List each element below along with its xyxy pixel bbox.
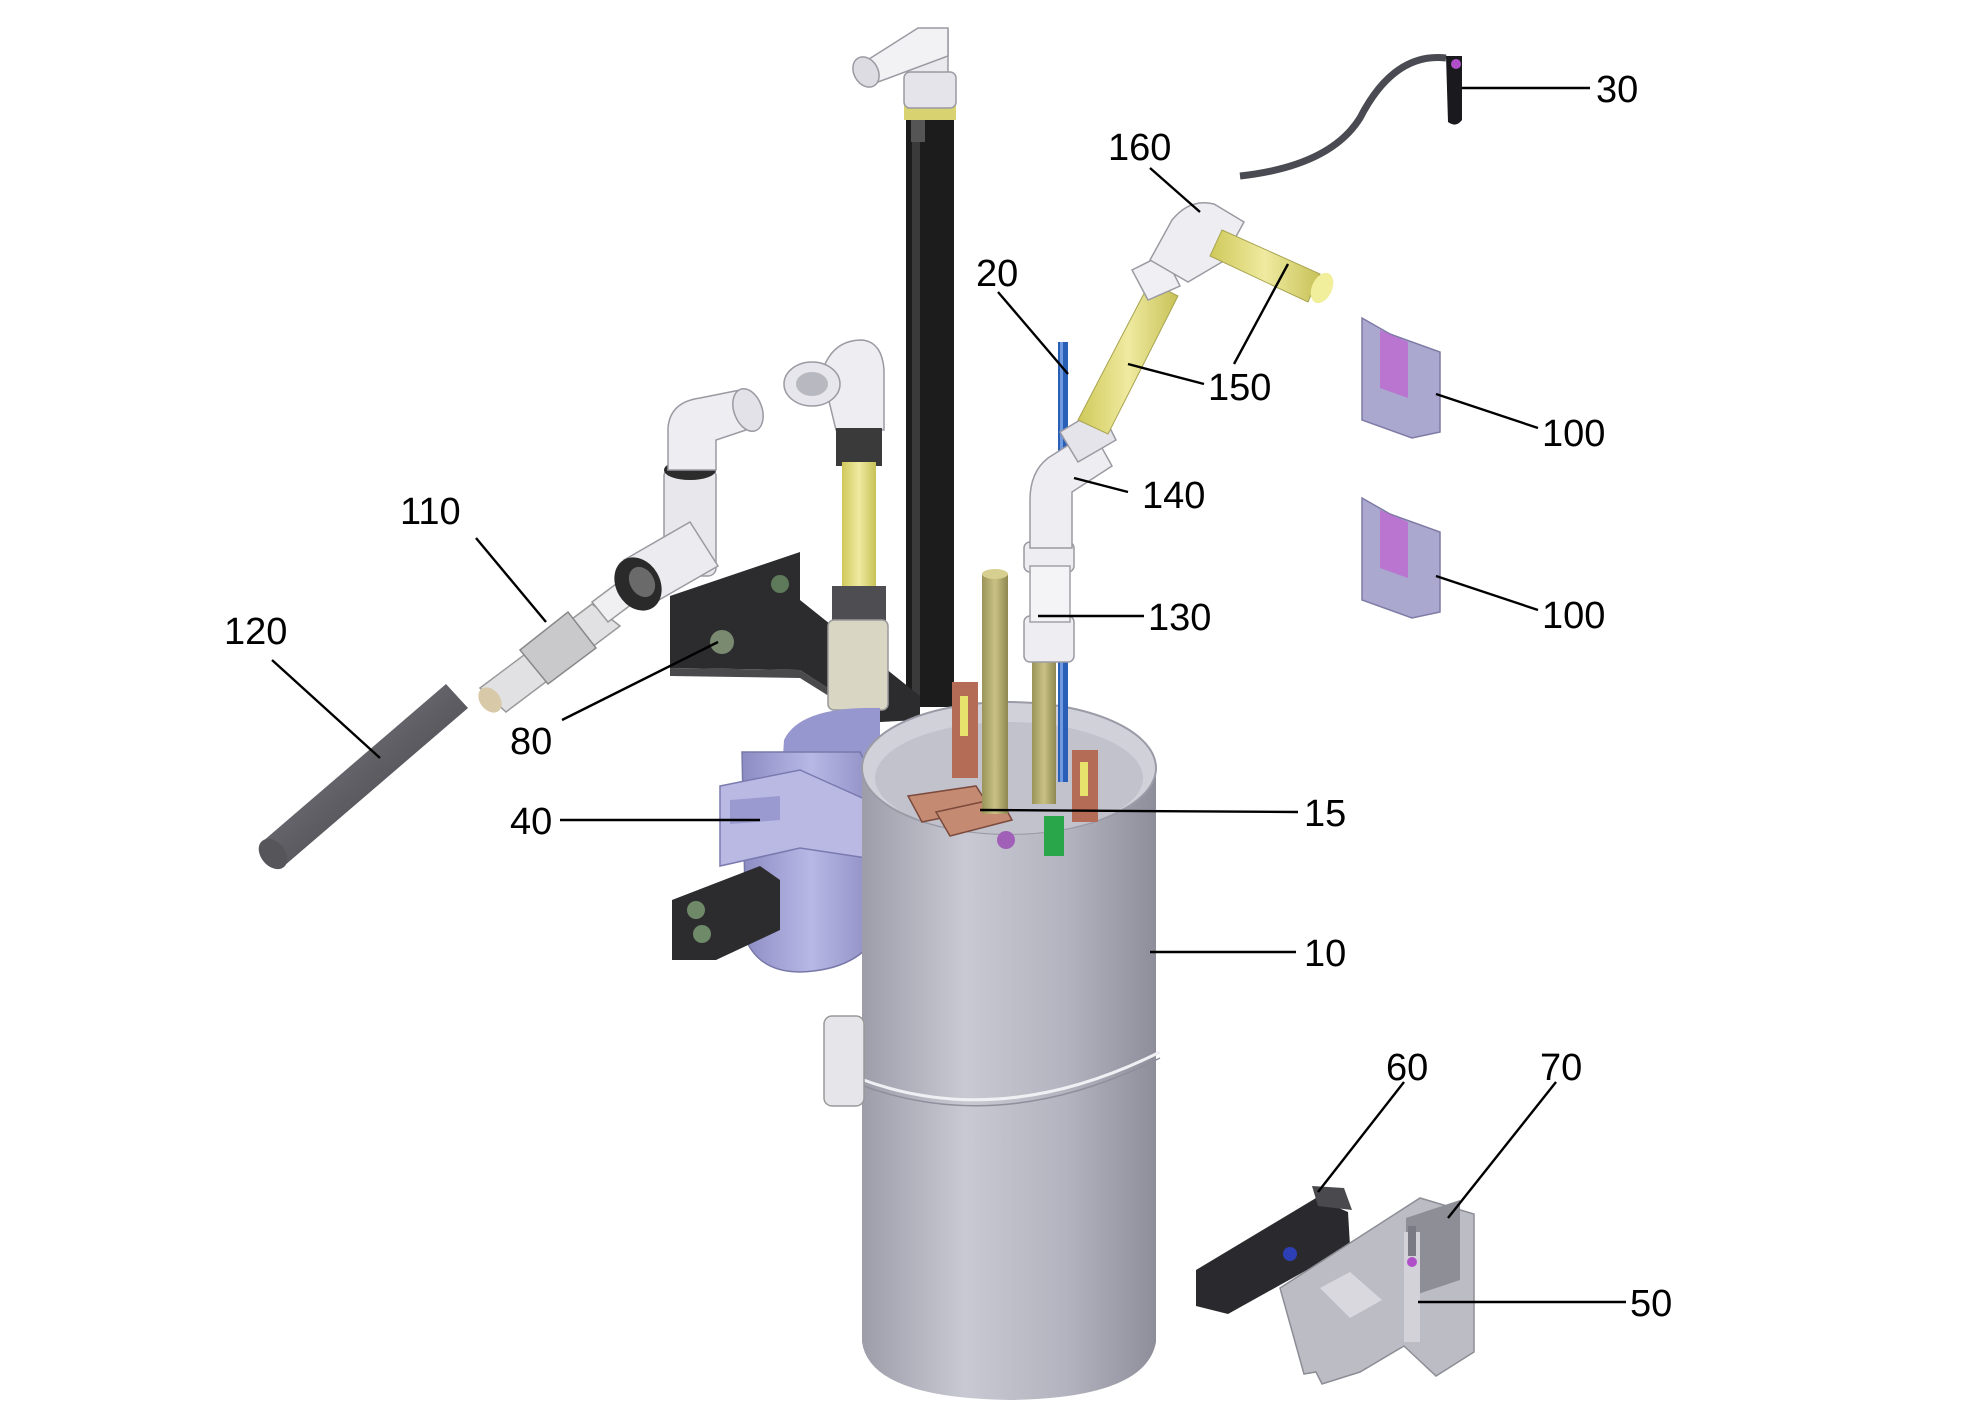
callout-140: 140: [1142, 475, 1205, 517]
leader-150b: [1232, 263, 1290, 365]
callout-60: 60: [1386, 1047, 1428, 1089]
leader-140: [1073, 476, 1129, 494]
callout-160: 160: [1108, 127, 1171, 169]
callout-50: 50: [1630, 1283, 1672, 1325]
sensor-cable-part: [1239, 54, 1462, 180]
leader-110: [475, 537, 547, 623]
callout-70: 70: [1540, 1047, 1582, 1089]
callout-40: 40: [510, 801, 552, 843]
leader-100a: [1435, 392, 1539, 430]
callout-20: 20: [976, 253, 1018, 295]
callout-100a: 100: [1542, 413, 1605, 455]
leader-60: [1317, 1081, 1405, 1193]
tee-fitting-part: [614, 388, 764, 611]
callout-100b: 100: [1542, 595, 1605, 637]
callout-15: 15: [1304, 793, 1346, 835]
leader-150: [1127, 362, 1205, 386]
leader-160: [1149, 167, 1201, 213]
holder-part: [1279, 1197, 1475, 1385]
callout-80: 80: [510, 721, 552, 763]
leader-100b: [1435, 574, 1539, 612]
callout-30: 30: [1596, 69, 1638, 111]
black-bar-part: [1196, 1186, 1352, 1314]
connector-part: [478, 576, 642, 713]
callout-150: 150: [1208, 367, 1271, 409]
callout-labels: 10 15 20 30 40 50 60 70 80 100 100 110 1…: [224, 69, 1672, 1325]
leader-70: [1447, 1081, 1557, 1219]
leader-lines: [271, 86, 1626, 1304]
clip-upper: [1361, 316, 1441, 439]
clip-lower: [1361, 496, 1441, 619]
callout-130: 130: [1148, 597, 1211, 639]
black-hose-part: [852, 27, 957, 707]
leader-80: [561, 640, 719, 722]
leader-15: [979, 808, 1299, 814]
callout-10: 10: [1304, 933, 1346, 975]
riser-fittings-part: [1023, 202, 1334, 663]
callout-110: 110: [400, 491, 461, 533]
rod-part: [258, 684, 468, 870]
pump-part: [672, 707, 881, 973]
leader-20: [997, 291, 1069, 375]
callout-120: 120: [224, 611, 287, 653]
leader-120: [271, 659, 381, 759]
